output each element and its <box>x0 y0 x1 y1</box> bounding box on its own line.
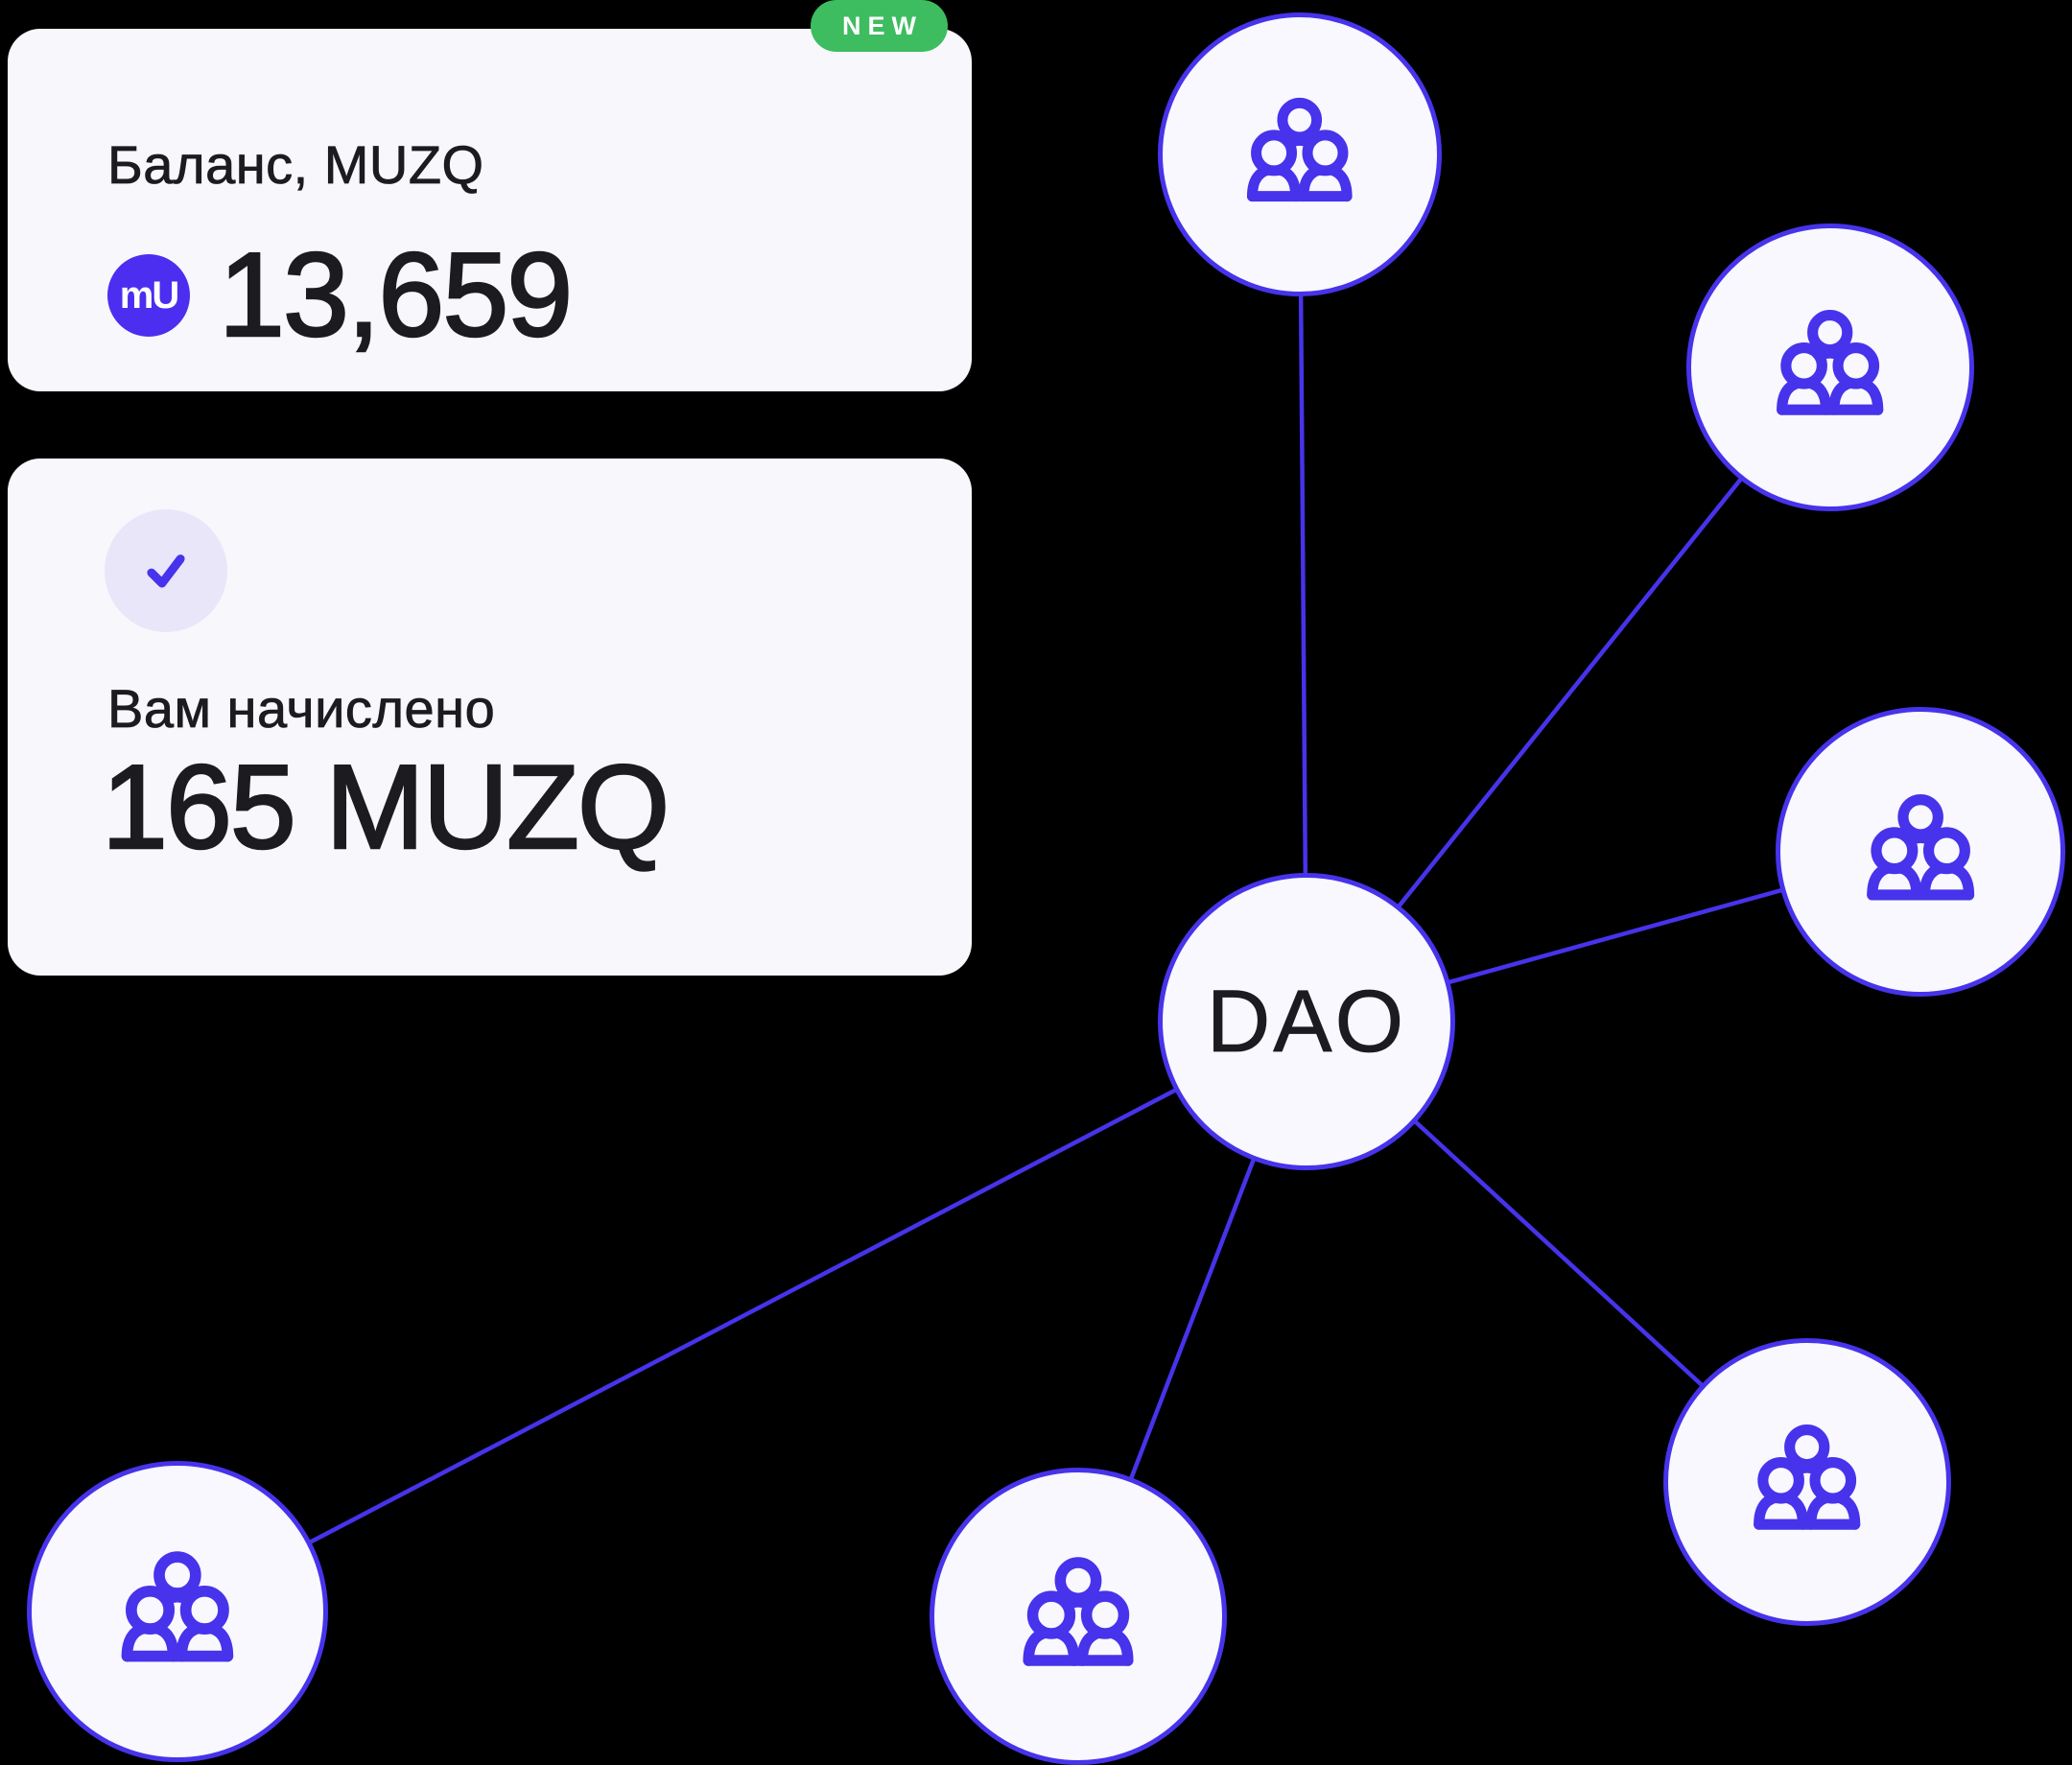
accrual-card-label: Вам начислено <box>107 678 496 739</box>
check-circle <box>105 509 227 632</box>
group-icon <box>1777 310 1884 416</box>
community-node-upper-right[interactable] <box>1686 224 1974 511</box>
svg-text:mU: mU <box>120 274 178 317</box>
balance-card-label: Баланс, MUZQ <box>107 134 484 195</box>
group-icon <box>1023 1557 1134 1666</box>
balance-row: mU 13,659 <box>107 235 574 356</box>
community-node-bottom-middle[interactable] <box>930 1468 1227 1765</box>
group-icon <box>1867 793 1974 901</box>
dao-node-label: DAO <box>1206 972 1407 1071</box>
new-badge: NEW <box>811 0 948 52</box>
group-icon <box>1754 1424 1861 1531</box>
checkmark-icon <box>147 554 185 588</box>
balance-card: Баланс, MUZQ mU 13,659 <box>8 29 972 391</box>
accrual-value: 165 MUZQ <box>101 741 671 874</box>
balance-value: 13,659 <box>218 229 575 362</box>
community-node-bottom-left[interactable] <box>27 1461 328 1762</box>
community-node-top[interactable] <box>1158 12 1442 296</box>
muzq-coin-icon: mU <box>107 254 190 337</box>
group-icon <box>121 1551 234 1662</box>
accrual-card: Вам начислено 165 MUZQ <box>8 459 972 976</box>
community-node-lower-right[interactable] <box>1663 1338 1951 1626</box>
link-line-bottom-left <box>176 1020 1308 1613</box>
dao-center-node[interactable]: DAO <box>1158 873 1455 1170</box>
group-icon <box>1247 98 1353 202</box>
community-node-right[interactable] <box>1776 707 2065 997</box>
